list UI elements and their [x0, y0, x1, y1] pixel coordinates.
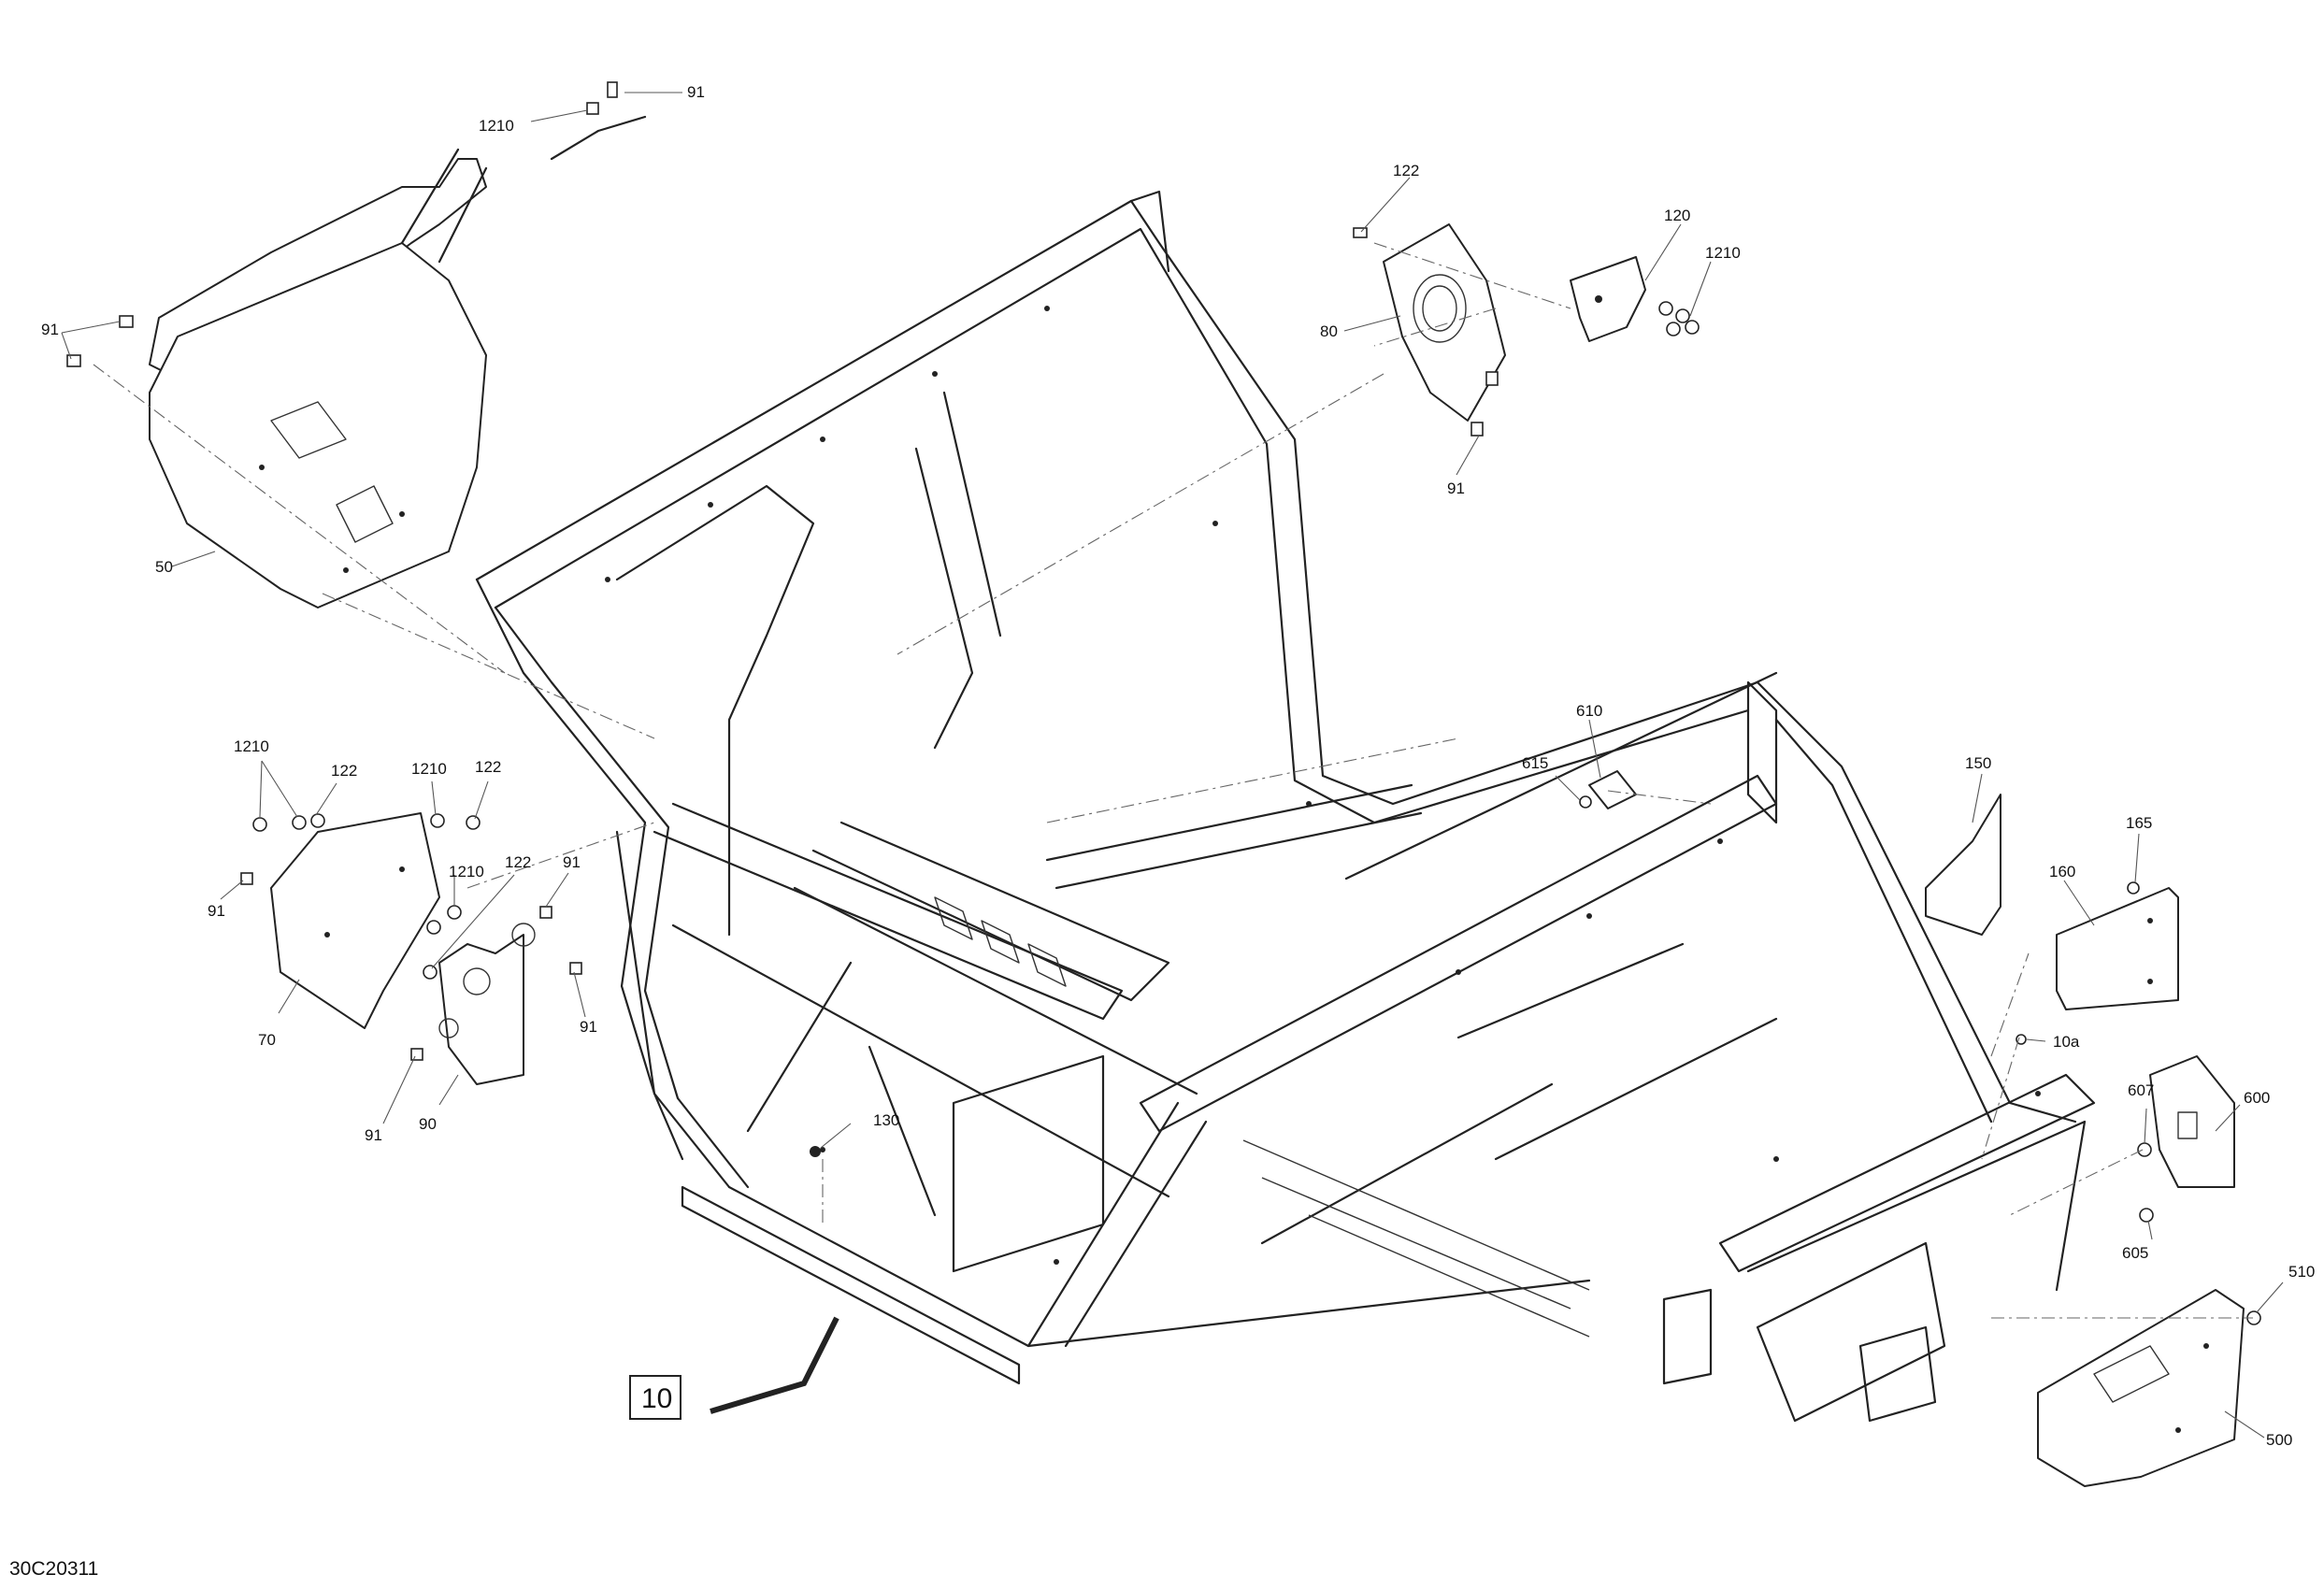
- callout-91: 91: [563, 853, 581, 871]
- callout-165: 165: [2126, 814, 2152, 832]
- assembly-reference-label: 10: [641, 1383, 672, 1414]
- callout-labels: 91 1210 91 50 122 120 1210 80 91 1210 12…: [41, 83, 2315, 1449]
- callout-610: 610: [1576, 702, 1602, 720]
- part-160-panel: [2056, 887, 2179, 1010]
- callout-80: 80: [1320, 322, 1338, 340]
- callout-91: 91: [208, 902, 225, 920]
- callout-10a: 10a: [2053, 1033, 2080, 1051]
- callout-91: 91: [580, 1018, 597, 1036]
- callout-1210: 1210: [411, 760, 447, 778]
- fasteners: [66, 81, 2261, 1325]
- drawing-code: 30C20311: [9, 1558, 98, 1580]
- alignment-lines: [93, 242, 2253, 1319]
- part-610-bracket: [1588, 770, 1637, 809]
- callout-600: 600: [2244, 1089, 2270, 1107]
- callout-160: 160: [2049, 863, 2075, 880]
- assembly-reference-box: 10: [629, 1375, 681, 1420]
- callout-607: 607: [2128, 1081, 2154, 1099]
- main-frame: [475, 190, 2096, 1423]
- callout-50: 50: [155, 558, 173, 576]
- callout-1210: 1210: [234, 737, 269, 755]
- callout-91: 91: [365, 1126, 382, 1144]
- callout-510: 510: [2288, 1263, 2315, 1281]
- callout-1210: 1210: [1705, 244, 1741, 262]
- part-130-plug: [810, 1146, 821, 1157]
- part-150-panel: [1925, 794, 2001, 936]
- part-70-plate: [270, 812, 440, 1029]
- callout-91: 91: [1447, 480, 1465, 497]
- callout-120: 120: [1664, 207, 1690, 224]
- callout-500: 500: [2266, 1431, 2292, 1449]
- callout-122: 122: [475, 758, 501, 776]
- callout-122: 122: [505, 853, 531, 871]
- callout-70: 70: [258, 1031, 276, 1049]
- callout-150: 150: [1965, 754, 1991, 772]
- callout-615: 615: [1522, 754, 1548, 772]
- callout-1210: 1210: [479, 117, 514, 135]
- callout-1210: 1210: [449, 863, 484, 880]
- callout-122: 122: [1393, 162, 1419, 179]
- part-50-rear-bumper: [149, 115, 647, 608]
- callout-90: 90: [419, 1115, 437, 1133]
- callout-91: 91: [41, 321, 59, 338]
- leader-lines: [61, 92, 2284, 1439]
- part-500-skid-plate: [2037, 1289, 2245, 1487]
- part-90-bracket: [438, 923, 536, 1085]
- callout-605: 605: [2122, 1244, 2148, 1262]
- part-120-bracket: [1570, 256, 1646, 342]
- callout-130: 130: [873, 1111, 899, 1129]
- part-600-bracket: [2149, 1055, 2235, 1188]
- callout-91: 91: [687, 83, 705, 101]
- callout-122: 122: [331, 762, 357, 780]
- part-80-bracket: [1383, 223, 1506, 422]
